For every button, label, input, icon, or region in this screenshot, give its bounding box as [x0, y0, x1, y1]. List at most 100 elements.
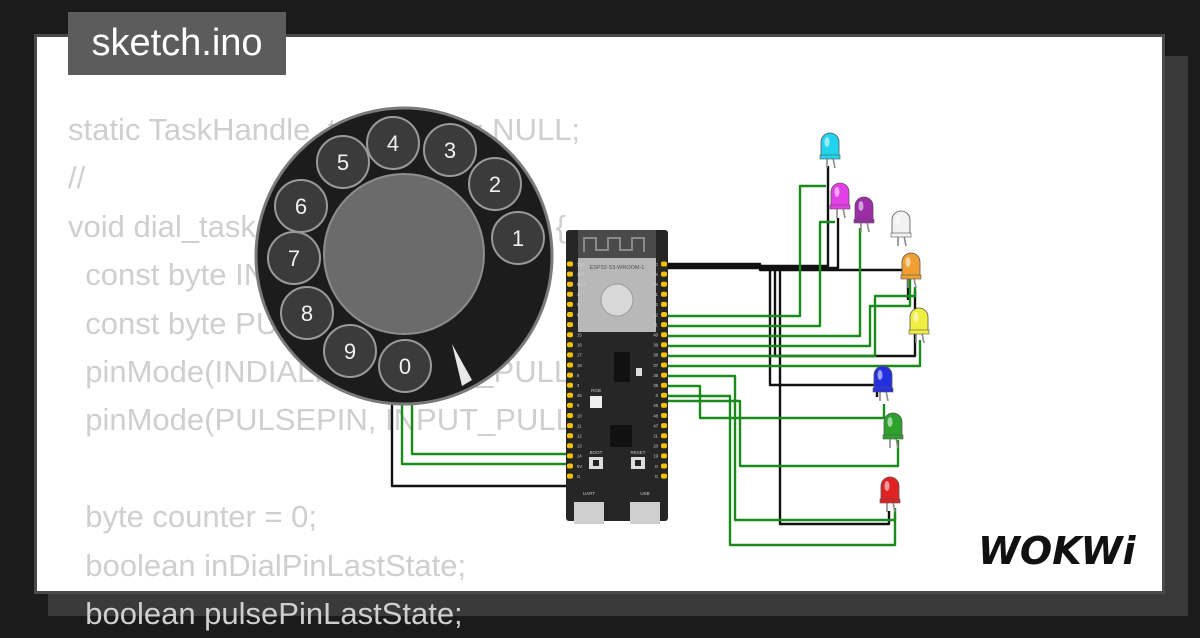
wire — [664, 394, 897, 547]
pin-3[interactable] — [567, 382, 573, 388]
dial-hole-5[interactable]: 5 — [316, 135, 370, 189]
pin-14[interactable] — [567, 453, 573, 459]
pin-2[interactable] — [661, 301, 667, 307]
pin-5V[interactable] — [567, 463, 573, 469]
pin-G[interactable] — [567, 473, 573, 479]
pin-9[interactable] — [567, 402, 573, 408]
dial-digit: 3 — [444, 138, 456, 163]
pin-label: 16 — [577, 343, 582, 348]
pin-6[interactable] — [567, 312, 573, 317]
logo-text: WOKWi — [978, 529, 1137, 573]
pin-label: 19 — [653, 454, 658, 459]
pin-8[interactable] — [567, 372, 573, 378]
pin-label: 42 — [653, 312, 658, 317]
dial-digit: 8 — [301, 301, 313, 326]
wire — [664, 220, 835, 328]
dial-digit: 5 — [337, 150, 349, 175]
dial-hole-3[interactable]: 3 — [423, 123, 477, 177]
file-tab[interactable]: sketch.ino — [68, 12, 286, 75]
pin-G[interactable] — [661, 473, 667, 479]
pin-21[interactable] — [661, 433, 667, 439]
pin-label: 15 — [577, 333, 582, 338]
pin-48[interactable] — [661, 413, 667, 418]
pin-label: 40 — [653, 333, 658, 338]
dial-digit: 9 — [344, 339, 356, 364]
pin-label: RX — [652, 282, 658, 287]
pin-36[interactable] — [661, 372, 667, 378]
pin-45[interactable] — [661, 402, 667, 408]
led-cyan[interactable] — [819, 132, 841, 169]
led-blue[interactable] — [872, 365, 894, 402]
module-label: ESP32-S3-WROOM-1 — [590, 265, 645, 271]
pin-17[interactable] — [567, 352, 573, 358]
pin-label: 7 — [577, 322, 580, 327]
pin-label: 5V — [577, 464, 582, 469]
pin-TX[interactable] — [661, 271, 667, 277]
wire — [664, 399, 900, 468]
dial-hole-9[interactable]: 9 — [323, 324, 377, 378]
led-yellow[interactable] — [908, 307, 930, 344]
pin-label: G — [655, 262, 658, 267]
dial-digit: 7 — [288, 246, 300, 271]
wire — [664, 262, 910, 300]
pin-7[interactable] — [567, 322, 573, 328]
pin-label: 39 — [653, 343, 658, 348]
pin-G[interactable] — [661, 261, 667, 267]
pin-0[interactable] — [661, 392, 667, 398]
dial-digit: 0 — [399, 354, 411, 379]
code-line: boolean inDialPinLastState; — [68, 547, 467, 583]
led-magenta[interactable] — [829, 182, 851, 219]
pin-20[interactable] — [661, 443, 667, 449]
pin-label: 36 — [653, 373, 658, 378]
dial-hole-0[interactable]: 0 — [378, 339, 432, 393]
pin-16[interactable] — [567, 342, 573, 348]
pin-15[interactable] — [567, 332, 573, 338]
pin-19[interactable] — [661, 453, 667, 459]
pin-5[interactable] — [567, 301, 573, 307]
pin-RX[interactable] — [661, 281, 667, 287]
led-red[interactable] — [879, 476, 901, 513]
antenna-trace — [583, 237, 645, 252]
pin-40[interactable] — [661, 332, 667, 338]
dial-hole-8[interactable]: 8 — [280, 286, 334, 340]
pin-RST[interactable] — [567, 281, 573, 287]
usb-port — [630, 502, 660, 524]
pin-4[interactable] — [567, 291, 573, 297]
pin-label: G — [655, 474, 658, 479]
dial-hole-2[interactable]: 2 — [468, 157, 522, 211]
pin-42[interactable] — [661, 312, 667, 317]
pin-38[interactable] — [661, 352, 667, 358]
chip — [610, 425, 632, 447]
wire — [410, 402, 570, 456]
pin-47[interactable] — [661, 423, 667, 429]
led-green[interactable] — [882, 412, 904, 449]
pin-37[interactable] — [661, 362, 667, 368]
dial-hole-6[interactable]: 6 — [274, 179, 328, 233]
pin-12[interactable] — [567, 433, 573, 439]
pin-10[interactable] — [567, 413, 573, 418]
led-purple[interactable] — [853, 196, 875, 233]
wire — [664, 340, 922, 368]
dial-hole-4[interactable]: 4 — [366, 116, 420, 170]
dial-digit: 1 — [512, 226, 524, 251]
led-orange[interactable] — [900, 252, 922, 289]
pin-1[interactable] — [661, 291, 667, 297]
dial-hole-1[interactable]: 1 — [491, 211, 545, 265]
pin-3V3[interactable] — [567, 271, 573, 277]
led-white[interactable] — [890, 210, 912, 247]
pin-3V3[interactable] — [567, 261, 573, 267]
pin-label: 12 — [577, 434, 582, 439]
wire — [400, 405, 570, 466]
pin-39[interactable] — [661, 342, 667, 348]
esp32-s3-board[interactable]: ESP32-S3-WROOM-1 RGB BOOT RESET UART USB… — [566, 230, 668, 524]
pin-41[interactable] — [661, 322, 667, 328]
pin-13[interactable] — [567, 443, 573, 449]
pin-G[interactable] — [661, 463, 667, 469]
pin-18[interactable] — [567, 362, 573, 368]
pin-11[interactable] — [567, 423, 573, 429]
pin-46[interactable] — [567, 392, 573, 398]
wire — [664, 287, 917, 358]
pin-35[interactable] — [661, 382, 667, 388]
dial-hole-7[interactable]: 7 — [267, 231, 321, 285]
